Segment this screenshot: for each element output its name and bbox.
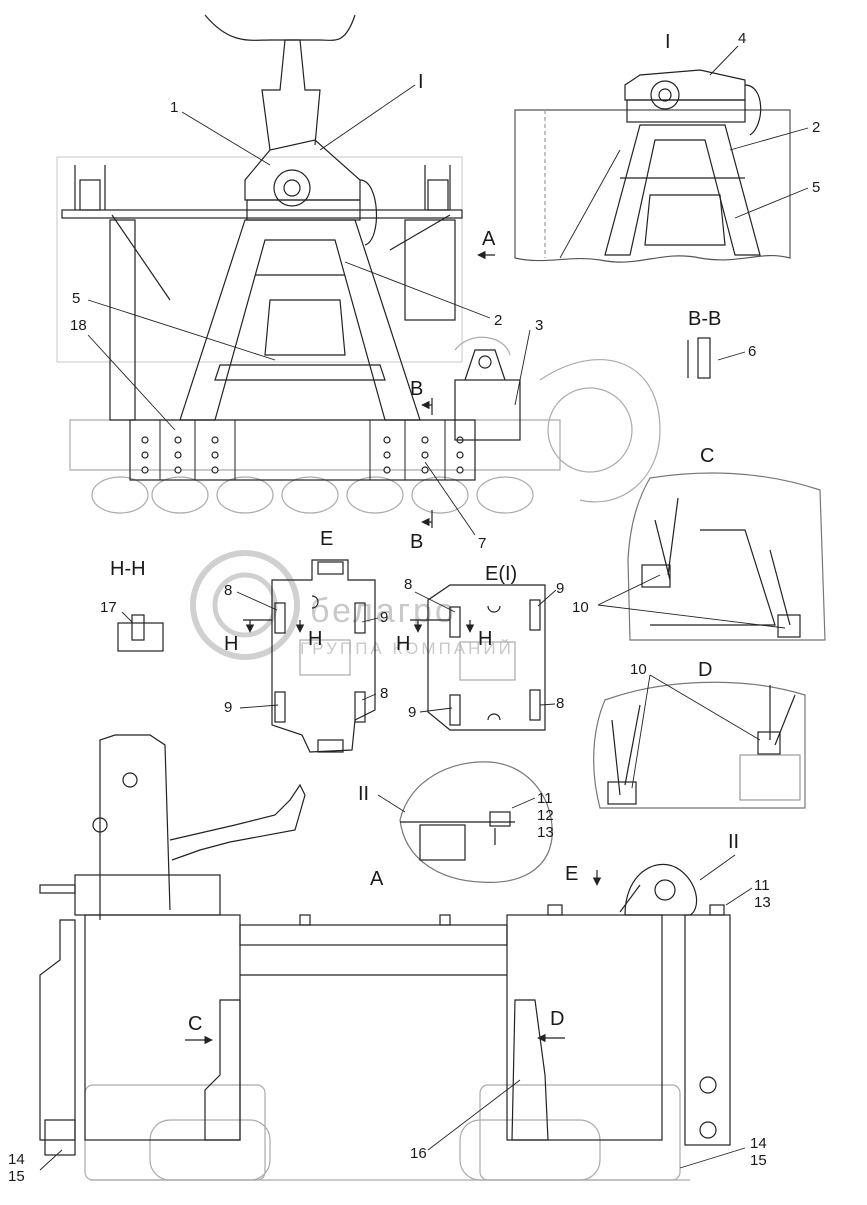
cut-H-right-1: H <box>396 633 410 655</box>
view-A <box>39 734 753 1181</box>
section-HH-title: H-H <box>110 558 146 580</box>
callout-16: 16 <box>410 1145 427 1162</box>
detail-II-view <box>377 761 553 883</box>
view-A-labels: A E II 11 13 C D 16 14 15 14 15 <box>8 831 771 1185</box>
arrow-A-label: A <box>482 228 496 250</box>
callout-17: 17 <box>100 599 117 616</box>
detail-I-marker: I <box>418 71 424 93</box>
view-EI-labels: E(I) 8 9 9 8 H H <box>396 563 564 721</box>
detail-I-title: I <box>665 31 671 53</box>
callout-11-II: 11 <box>537 790 553 807</box>
callout-2: 2 <box>494 312 502 329</box>
callout-13-II: 13 <box>537 824 554 841</box>
view-D <box>593 674 806 809</box>
section-HH-view <box>117 611 164 652</box>
callout-9-EI-top: 9 <box>556 580 564 597</box>
cut-B-bottom: B <box>410 531 423 553</box>
callout-7: 7 <box>478 535 486 552</box>
callout-11-A: 11 <box>754 877 770 894</box>
callout-9-E-top: 9 <box>380 609 388 626</box>
callout-10-D: 10 <box>630 661 647 678</box>
view-E-title: E <box>320 528 333 550</box>
detail-II-marker: II <box>728 831 739 853</box>
detail-II-title: II <box>358 783 369 805</box>
detail-II-labels: II 11 12 13 <box>358 783 554 841</box>
arrow-C-label: C <box>188 1013 202 1035</box>
cut-H-left-1: H <box>224 633 238 655</box>
callout-3: 3 <box>535 317 543 334</box>
callout-15-right: 15 <box>750 1152 767 1169</box>
view-A-title: A <box>370 868 384 890</box>
view-C <box>597 472 826 641</box>
callout-9-E-bottom: 9 <box>224 699 232 716</box>
view-D-title: D <box>698 659 712 681</box>
callout-14-left: 14 <box>8 1151 25 1168</box>
callout-12-II: 12 <box>537 807 554 824</box>
view-C-title: C <box>700 445 714 467</box>
cut-H-right-2: H <box>478 628 492 650</box>
callout-8-EI-top: 8 <box>404 576 412 593</box>
callout-10-C: 10 <box>572 599 589 616</box>
view-E-labels: E 8 9 9 8 H H <box>224 528 388 716</box>
arrow-D-label: D <box>550 1008 564 1030</box>
main-front-view <box>56 14 661 536</box>
view-EI-title: E(I) <box>485 563 517 585</box>
callout-1: 1 <box>170 99 178 116</box>
main-view-labels: 1 I A 2 3 5 18 B B 7 <box>70 71 543 553</box>
detail-I-view <box>514 45 809 263</box>
callout-8-E-top: 8 <box>224 582 232 599</box>
callout-2-detail: 2 <box>812 119 820 136</box>
callout-8-E-bottom: 8 <box>380 685 388 702</box>
section-BB-title: B-B <box>688 308 721 330</box>
callout-6: 6 <box>748 343 756 360</box>
watermark: белагро ГРУППА КОМПАНИЙ <box>190 550 514 660</box>
callout-4: 4 <box>738 30 746 47</box>
callout-13-A: 13 <box>754 894 771 911</box>
callout-18: 18 <box>70 317 87 334</box>
watermark-subtitle: ГРУППА КОМПАНИЙ <box>300 639 514 658</box>
detail-I-labels: I 4 2 5 <box>665 30 820 196</box>
view-E <box>236 559 379 753</box>
view-E-small-marker: E <box>565 863 578 885</box>
callout-8-EI-bottom: 8 <box>556 695 564 712</box>
callout-14-right: 14 <box>750 1135 767 1152</box>
section-BB-view <box>687 337 746 379</box>
callout-5: 5 <box>72 290 80 307</box>
cut-H-left-2: H <box>308 628 322 650</box>
callout-5-detail: 5 <box>812 179 820 196</box>
view-EI <box>410 584 557 731</box>
callout-9-EI-bottom: 9 <box>408 704 416 721</box>
callout-15-left: 15 <box>8 1168 25 1185</box>
cut-B-top: B <box>410 378 423 400</box>
